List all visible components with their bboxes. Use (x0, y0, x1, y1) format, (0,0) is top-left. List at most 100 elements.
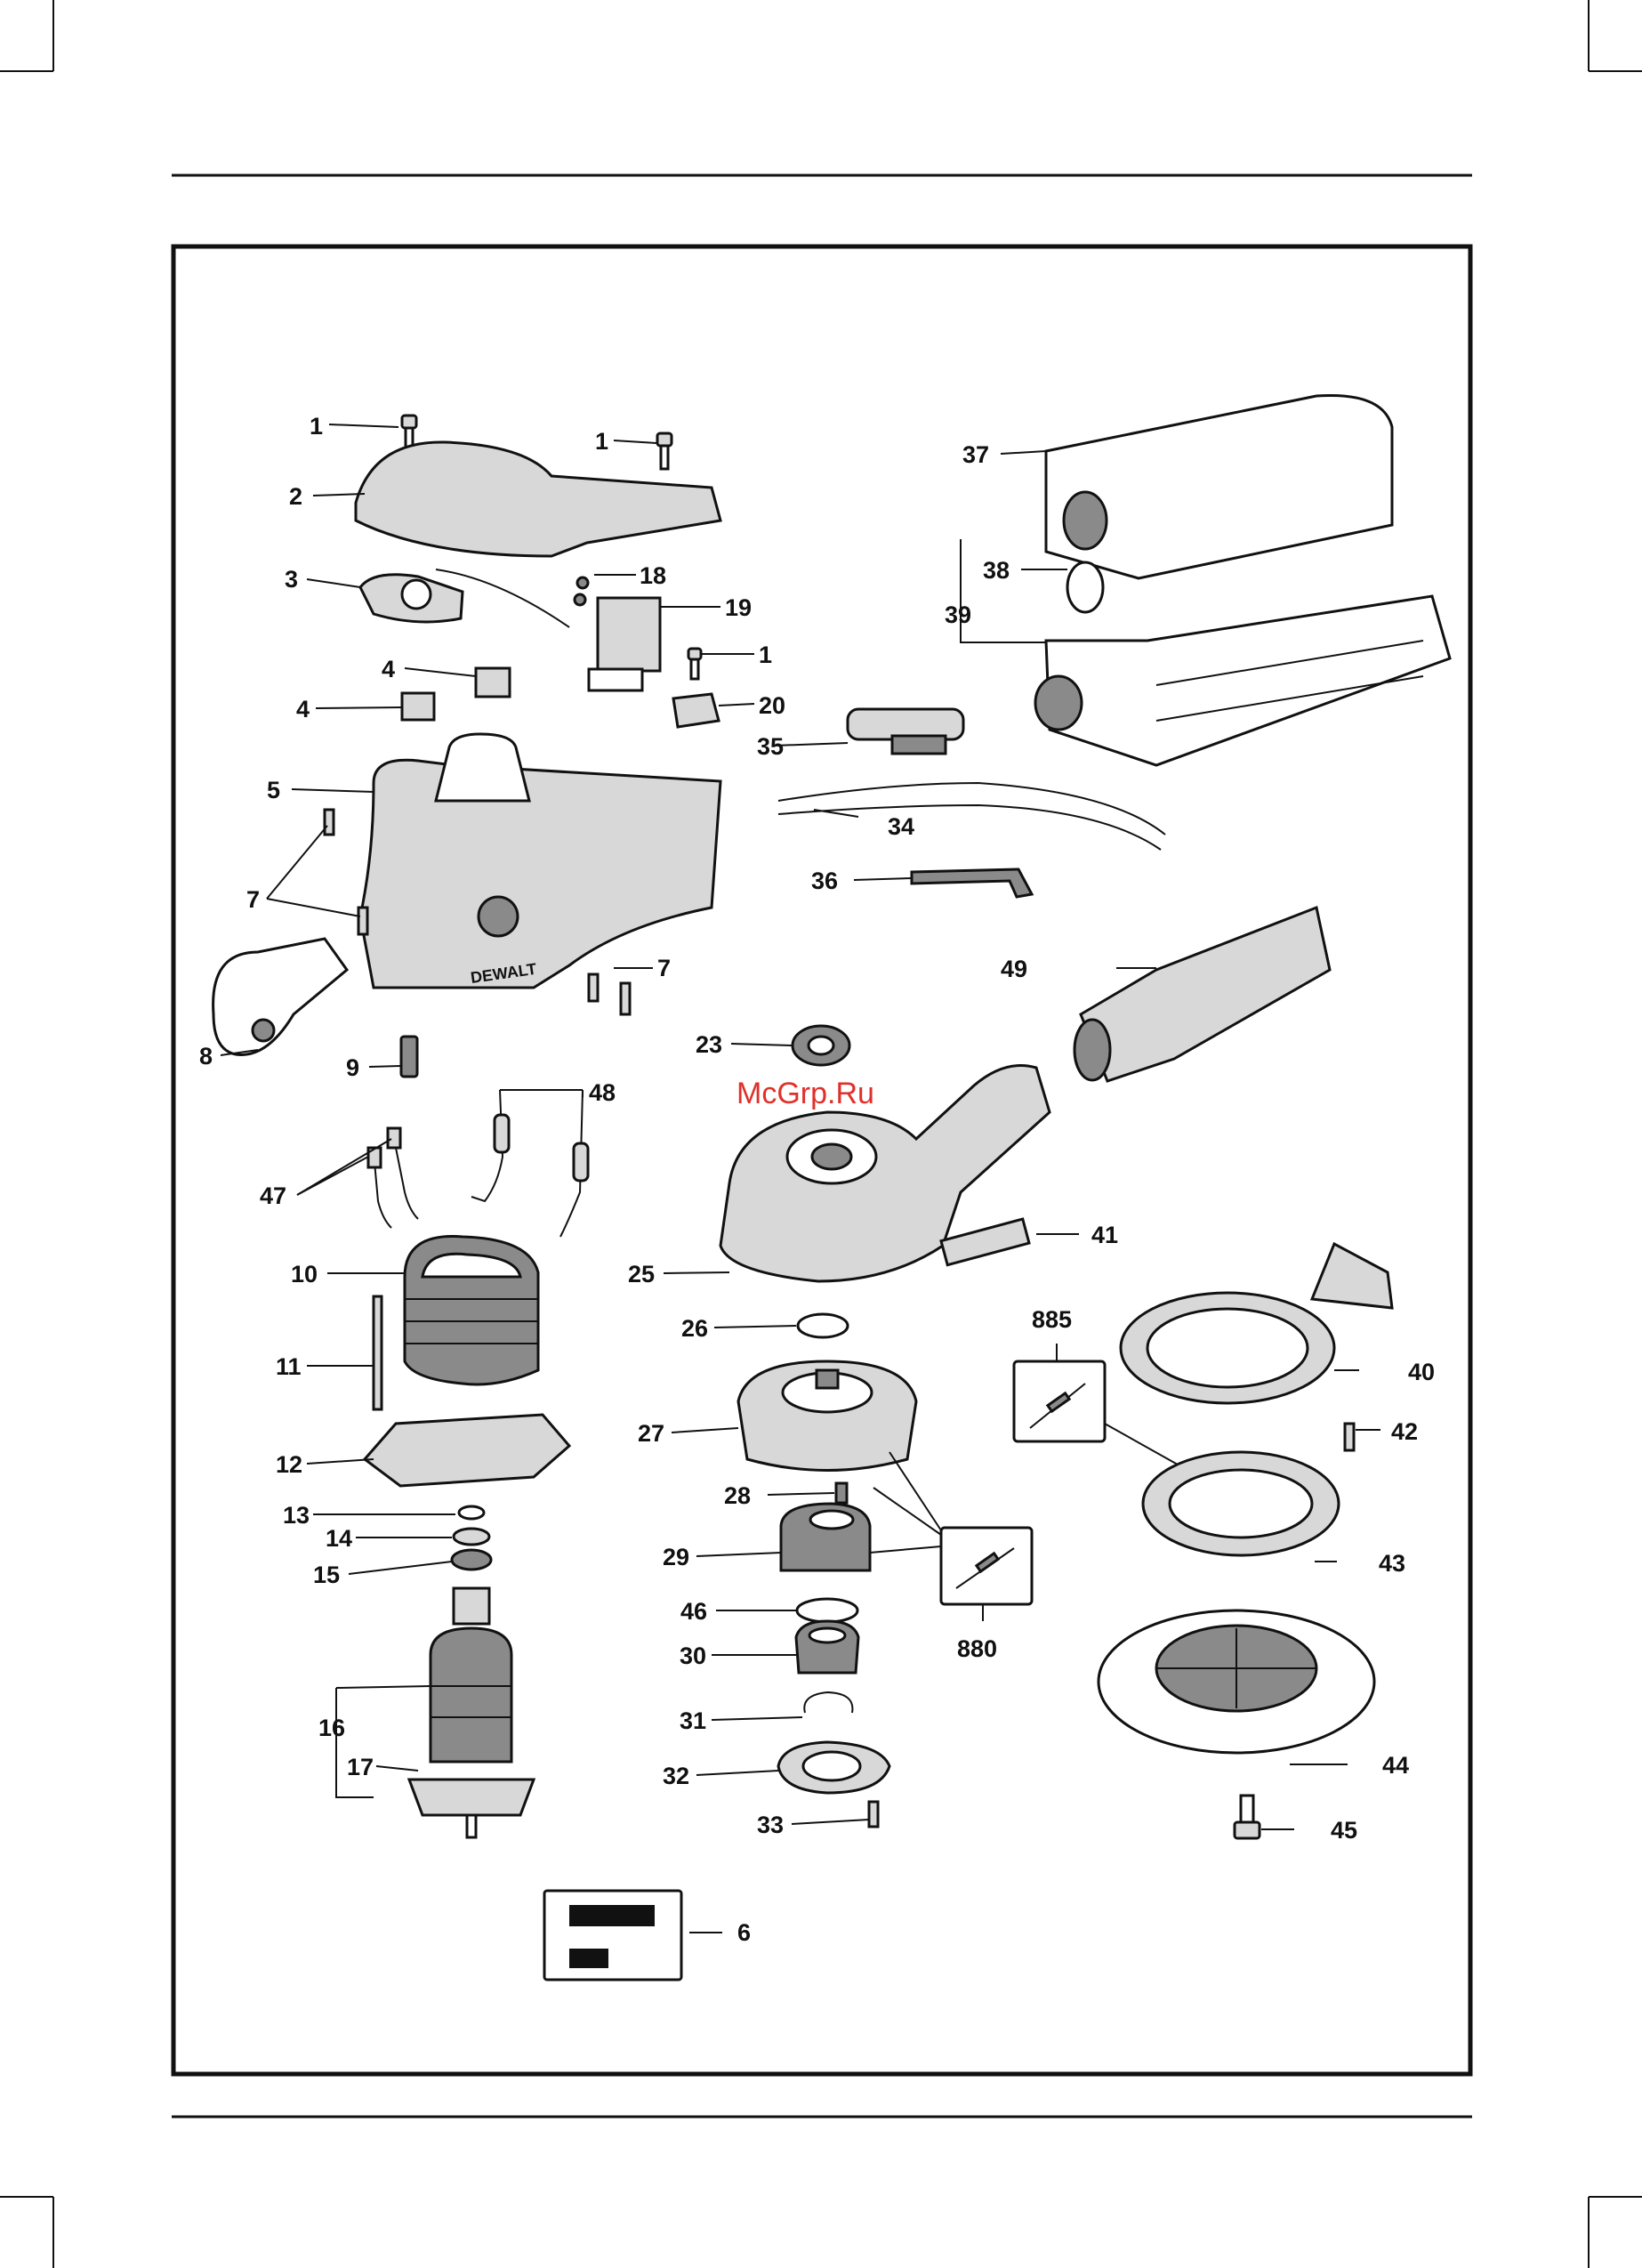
part-long-screw (374, 1296, 382, 1409)
part-ring-43 (1143, 1452, 1339, 1555)
callout-5: 5 (267, 777, 280, 803)
part-cord-protector (848, 709, 963, 754)
part-shroud-40 (1121, 1244, 1392, 1403)
callout-32: 32 (663, 1763, 689, 1789)
callout-43: 43 (1379, 1550, 1405, 1577)
part-screw-33 (869, 1802, 878, 1827)
callout-31: 31 (680, 1707, 706, 1734)
callout-23: 23 (696, 1031, 722, 1058)
part-screw-7a (325, 810, 334, 835)
callout-20: 20 (759, 692, 785, 719)
part-screw-7d (621, 983, 630, 1014)
callout-15: 15 (313, 1562, 340, 1588)
part-side-handle (213, 939, 347, 1054)
callout-1: 1 (595, 428, 608, 455)
part-switch (589, 598, 660, 690)
part-o-ring-26 (798, 1314, 848, 1337)
watermark-text: McGrp.Ru (736, 1077, 874, 1110)
part-dust-tray (1035, 596, 1450, 765)
callout-35: 35 (757, 733, 784, 760)
part-armature-16 (431, 1588, 511, 1762)
part-o-ring-46 (797, 1599, 857, 1622)
part-bearing-15 (452, 1550, 491, 1570)
part-snap-ring-31 (804, 1692, 852, 1713)
callout-44: 44 (1382, 1752, 1409, 1779)
callout-885: 885 (1032, 1306, 1072, 1333)
callout-30: 30 (680, 1642, 706, 1669)
callout-49: 49 (1001, 956, 1027, 982)
callout-47: 47 (260, 1182, 286, 1209)
part-bearing-23 (793, 1026, 849, 1065)
callout-14: 14 (326, 1525, 352, 1552)
part-screw-1c (688, 649, 701, 679)
callout-13: 13 (283, 1502, 310, 1529)
callout-39: 39 (945, 601, 971, 628)
callout-12: 12 (276, 1451, 302, 1478)
part-baffle (365, 1415, 569, 1486)
callout-3: 3 (285, 566, 298, 593)
part-leads-48 (471, 1090, 588, 1237)
part-bag-seal (1067, 562, 1103, 612)
part-switch-trigger (360, 569, 569, 627)
callout-48: 48 (589, 1079, 616, 1106)
callout-40: 40 (1408, 1359, 1435, 1385)
callout-33: 33 (757, 1812, 784, 1838)
part-motor-housing: DEWALT (360, 734, 720, 988)
part-washer-14 (454, 1529, 489, 1545)
callout-26: 26 (681, 1315, 708, 1342)
callout-2: 2 (289, 483, 302, 510)
callout-36: 36 (811, 868, 838, 894)
callout-4: 4 (296, 696, 310, 722)
part-field-stator (405, 1237, 538, 1384)
callout-41: 41 (1091, 1222, 1118, 1248)
part-sanding-pad-44 (1099, 1610, 1374, 1753)
part-hose-adapter (1075, 908, 1330, 1081)
callout-4: 4 (382, 656, 395, 682)
callout-9: 9 (346, 1054, 359, 1081)
part-armature-shaft (467, 1815, 476, 1837)
callout-37: 37 (962, 441, 989, 468)
callout-46: 46 (680, 1598, 707, 1625)
part-kit-885 (1014, 1361, 1105, 1441)
part-washer-13 (459, 1506, 484, 1519)
part-retaining-plate-32 (778, 1742, 889, 1793)
callout-11: 11 (276, 1353, 302, 1380)
callout-29: 29 (663, 1544, 689, 1570)
callout-25: 25 (628, 1261, 655, 1287)
callout-45: 45 (1331, 1817, 1357, 1844)
callout-42: 42 (1391, 1418, 1418, 1445)
part-eccentric-29 (781, 1504, 870, 1570)
part-screw-18a (577, 577, 588, 588)
part-nameplate-6 (544, 1891, 681, 1980)
part-power-cord (778, 783, 1165, 835)
callout-880: 880 (957, 1635, 997, 1662)
part-set-screw-28 (836, 1483, 847, 1503)
part-clip (401, 1037, 417, 1077)
callout-6: 6 (737, 1919, 751, 1946)
part-brush-holder-a (476, 668, 510, 697)
part-dust-bag (1046, 395, 1392, 578)
part-screw-42 (1345, 1424, 1354, 1450)
callout-1: 1 (759, 642, 772, 668)
part-kit-880 (941, 1528, 1032, 1604)
part-screw-45 (1235, 1796, 1260, 1838)
part-brush-holder-b (402, 693, 434, 720)
callout-16: 16 (318, 1715, 345, 1741)
part-screw-1b (657, 433, 672, 469)
part-screw-7b (358, 908, 367, 934)
part-cord-clamp (673, 694, 719, 727)
part-screw-18b (575, 594, 585, 605)
callout-8: 8 (199, 1043, 213, 1069)
callout-19: 19 (725, 594, 752, 621)
part-fan-17 (409, 1780, 534, 1815)
callout-7: 7 (246, 886, 260, 913)
part-bearing-30 (796, 1621, 858, 1673)
part-label-41 (941, 1219, 1029, 1265)
callout-10: 10 (291, 1261, 318, 1287)
callout-17: 17 (347, 1754, 374, 1780)
part-carbon-brushes-47 (368, 1128, 418, 1228)
callout-7: 7 (657, 955, 671, 981)
callout-34: 34 (888, 813, 914, 840)
callout-38: 38 (983, 557, 1010, 584)
